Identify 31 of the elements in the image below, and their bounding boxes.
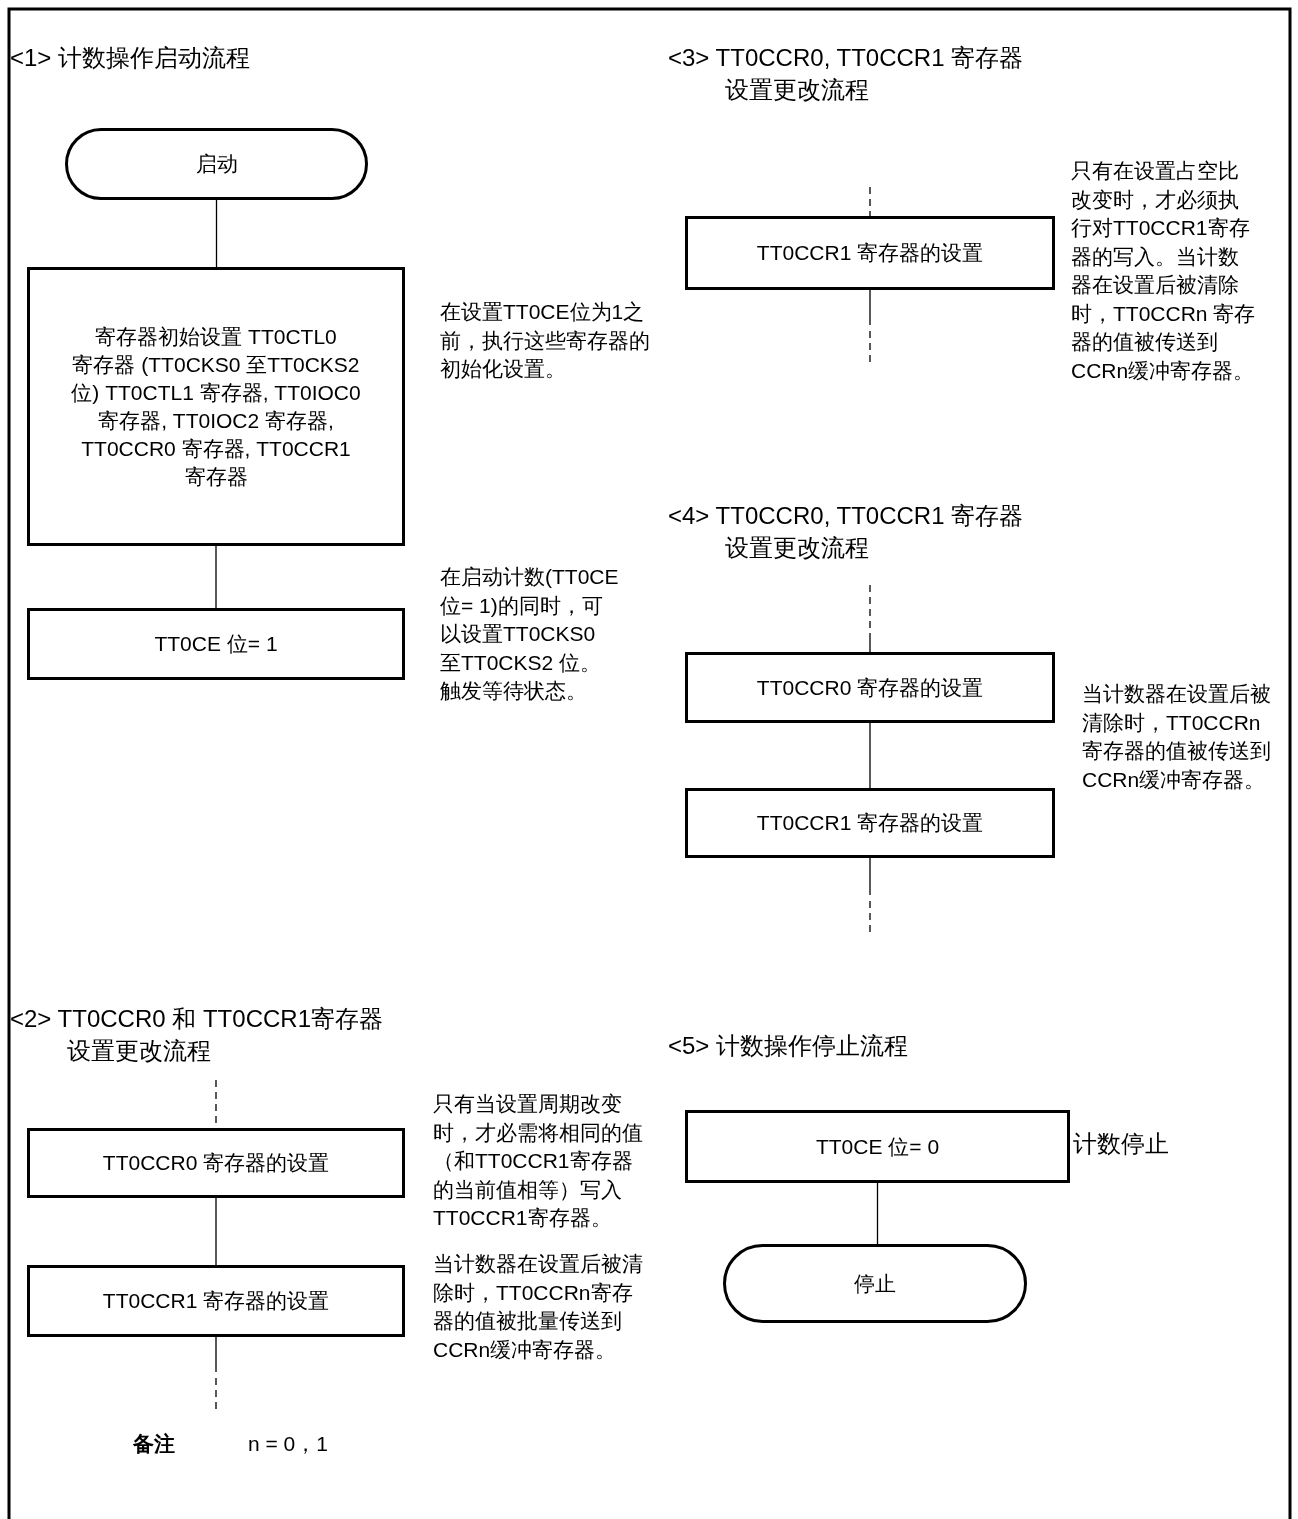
section-heading: <1> 计数操作启动流程 <box>10 43 252 73</box>
connector-line <box>215 1197 217 1266</box>
note-label: 备注 <box>133 1431 176 1457</box>
annotation-text: 只有当设置周期改变时，才必需将相同的值（和TT0CCR1寄存器的当前值相等）写入TT0CCR1寄存器。 <box>433 1091 644 1231</box>
connector-line <box>869 186 871 217</box>
annotation-text: 在设置TT0CE位为1之前，执行这些寄存器的初始化设置。 <box>440 299 651 382</box>
connector-line <box>876 1182 879 1245</box>
section-heading: <4> TT0CCR0, TT0CCR1 寄存器设置更改流程 <box>668 501 1025 563</box>
process-box: TT0CCR1 寄存器的设置 <box>685 788 1055 858</box>
process-box: 寄存器初始设置 TT0CTL0 寄存器 (TT0CKS0 至TT0CKS2 位) TT0CTL1 寄存器, TT0IOC0 寄存器, TT0IOC2 寄存器, TT0CCR0 寄存器, TT0CCR1 寄存器 <box>27 267 405 546</box>
process-box: TT0CE 位= 1 <box>27 608 405 680</box>
connector-line <box>869 584 871 653</box>
annotation-text: 当计数器在设置后被清除时，TT0CCRn寄存器的值被批量传送到CCRn缓冲寄存器。 <box>433 1251 644 1363</box>
process-box: TT0CCR0 寄存器的设置 <box>685 652 1055 723</box>
annotation-text: 只有在设置占空比改变时，才必须执行对TT0CCR1寄存器的写入。当计数器在设置后被清除时，TT0CCRn 寄存器的值被传送到CCRn缓冲寄存器。 <box>1071 158 1256 384</box>
process-box: TT0CCR1 寄存器的设置 <box>27 1265 405 1337</box>
connector-line <box>215 545 217 609</box>
section-heading: <5> 计数操作停止流程 <box>668 1031 910 1061</box>
section-heading: <3> TT0CCR0, TT0CCR1 寄存器设置更改流程 <box>668 43 1025 105</box>
note-text: n = 0，1 <box>248 1431 329 1457</box>
annotation-text: 计数停止 <box>1073 1130 1170 1159</box>
connector-line <box>215 199 218 268</box>
section-heading: <2> TT0CCR0 和 TT0CCR1寄存器设置更改流程 <box>10 1004 384 1066</box>
annotation-text: 当计数器在设置后被清除时，TT0CCRn 寄存器的值被传送到CCRn缓冲寄存器。 <box>1082 681 1272 793</box>
connector-line <box>869 722 871 789</box>
process-box: TT0CE 位= 0 <box>685 1110 1070 1183</box>
terminal-shape: 启动 <box>65 128 368 200</box>
process-box: TT0CCR1 寄存器的设置 <box>685 216 1055 290</box>
terminal-shape: 停止 <box>723 1244 1027 1323</box>
process-box: TT0CCR0 寄存器的设置 <box>27 1128 405 1198</box>
annotation-text: 在启动计数(TT0CE 位= 1)的同时，可以设置TT0CKS0 至TT0CKS2 位。触发等待状态。 <box>440 564 620 704</box>
